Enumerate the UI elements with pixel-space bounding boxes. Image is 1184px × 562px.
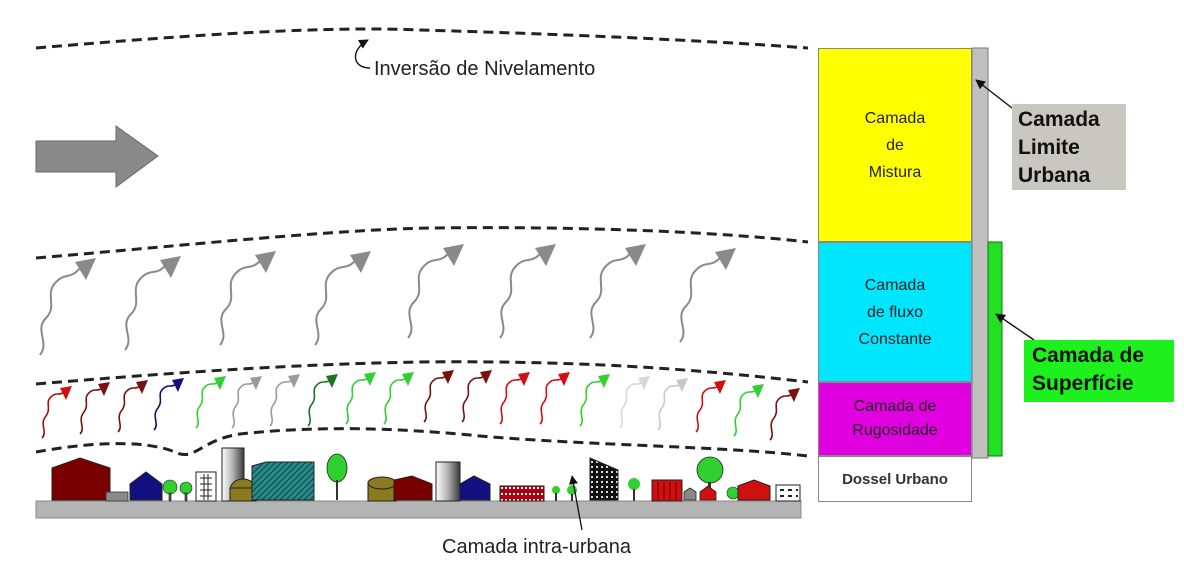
mixing-layer-line-3: Mistura (868, 163, 922, 181)
mixing-layer-line-2: de (886, 136, 904, 154)
surface-layer-label: Camada de Superfície (1024, 340, 1174, 402)
surface-pointer-arrow (995, 313, 1035, 341)
intra-urban-pointer-arrow (569, 475, 583, 531)
mixing-bottom-dashed-line (35, 226, 809, 260)
constant-flux-layer-line-1: Camada (864, 276, 926, 294)
urban-boundary-bar (971, 47, 989, 459)
surface-line-1: Camada de (1032, 344, 1145, 367)
constant-flux-layer-box: Camada de fluxo Constante (818, 242, 972, 382)
urban-boundary-line-1: Camada (1018, 108, 1100, 131)
ground-strip (35, 500, 802, 519)
urban-boundary-pointer-arrow (975, 79, 1013, 109)
mixing-layer-box: Camada de Mistura (818, 48, 972, 242)
urban-boundary-line-2: Limite (1018, 136, 1080, 159)
roughness-layer-box: Camada de Rugosidade (818, 382, 972, 456)
roughness-top-dashed-line (35, 360, 809, 386)
roughness-layer-line-1: Camada de (853, 398, 937, 415)
constant-flux-layer-line-3: Constante (858, 330, 932, 348)
surface-line-2: Superfície (1032, 372, 1134, 395)
mixing-layer-line-1: Camada (864, 109, 926, 127)
turbulence-arrows-small (41, 370, 800, 441)
urban-boundary-line-3: Urbana (1018, 164, 1091, 187)
constant-flux-layer-line-2: de fluxo (866, 303, 924, 321)
inversion-dashed-line (35, 27, 809, 50)
inversion-label: Inversão de Nivelamento (374, 58, 596, 80)
turbulence-arrows-large (39, 244, 736, 356)
intra-urban-label: Camada intra-urbana (442, 536, 631, 558)
surface-layer-bar (987, 241, 1003, 457)
urban-buildings (51, 447, 801, 502)
inversion-pointer-arrow (354, 39, 371, 69)
urban-boundary-layer-label: Camada Limite Urbana (1012, 104, 1126, 190)
wind-direction-arrow (35, 125, 159, 188)
urban-canopy-line-1: Dossel Urbano (842, 470, 948, 488)
roughness-layer-line-2: Rugosidade (852, 422, 938, 439)
urban-canopy-box: Dossel Urbano (818, 456, 972, 502)
canopy-top-dashed-line (35, 427, 809, 458)
